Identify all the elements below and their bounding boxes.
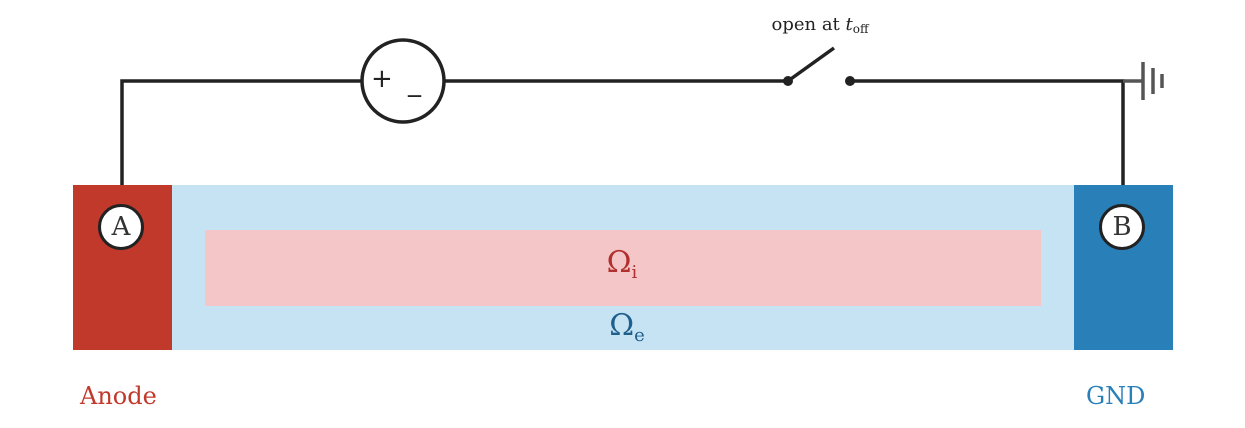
omega-i-symbol: Ω <box>606 245 632 280</box>
omega-e-sub: e <box>634 325 645 346</box>
wire-switch-gnd <box>850 79 1125 185</box>
switch-terminal-right <box>845 76 855 86</box>
node-b: B <box>1099 204 1145 250</box>
omega-e-symbol: Ω <box>609 308 635 343</box>
gnd-label: GND <box>1086 382 1146 410</box>
omega-e-label: Ωe <box>567 308 687 346</box>
anode-label: Anode <box>80 382 157 410</box>
switch-label: open at toff <box>740 14 900 36</box>
switch-blade <box>786 46 836 83</box>
source-plus-sign: + <box>371 64 393 94</box>
wire-anode <box>120 79 362 185</box>
switch-label-sub: off <box>852 22 869 36</box>
switch-label-prefix: open at <box>771 14 846 35</box>
switch-label-var: t <box>845 14 853 35</box>
inner-region <box>205 230 1041 306</box>
voltage-source <box>360 38 446 124</box>
omega-i-sub: i <box>631 262 638 283</box>
node-a: A <box>98 204 144 250</box>
source-minus-sign: _ <box>408 68 421 98</box>
omega-i-label: Ωi <box>562 245 682 283</box>
